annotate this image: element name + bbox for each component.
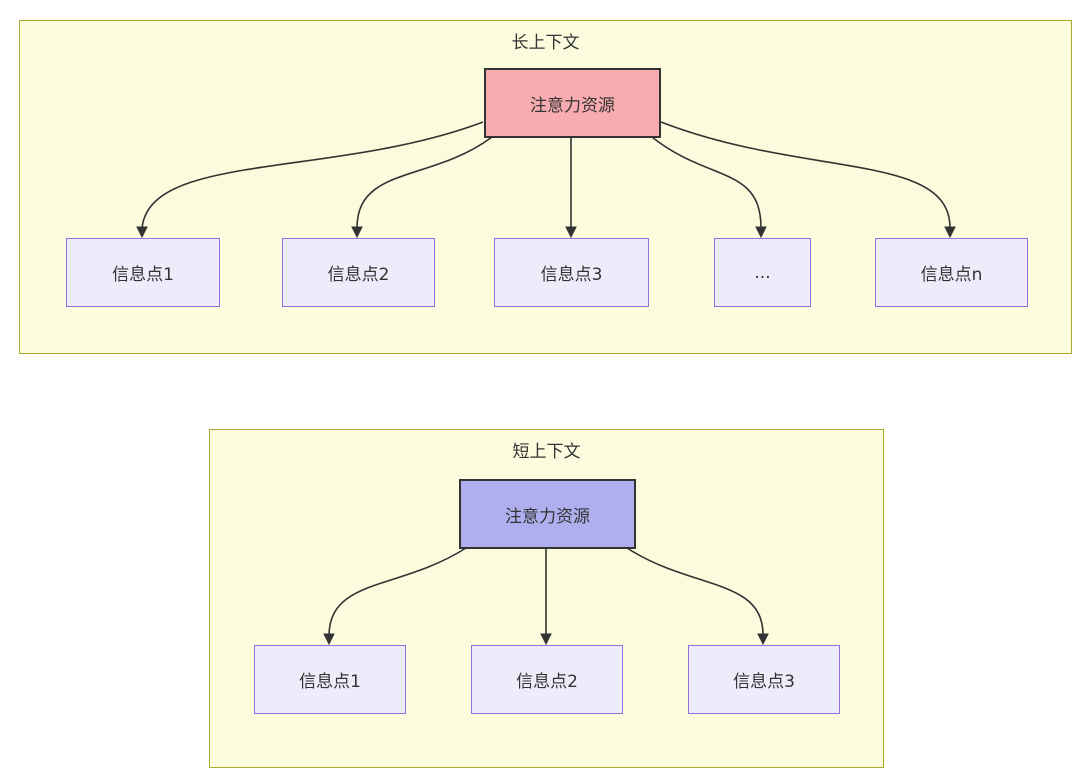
info-node-long-n: 信息点n [875,238,1028,307]
info-node-long-ellipsis: ... [714,238,811,307]
attention-resource-label: 注意力资源 [505,506,590,527]
info-node-short-3: 信息点3 [688,645,840,714]
info-node-long-3: 信息点3 [494,238,649,307]
info-node-label: ... [754,262,771,283]
short-context-panel: 短上下文 注意力资源 信息点1 信息点2 信息点3 [209,429,884,768]
long-context-panel: 长上下文 注意力资源 信息点1 信息点2 信息点3 ... 信息点n [19,20,1072,354]
attention-resource-node-short: 注意力资源 [459,479,636,549]
info-node-short-2: 信息点2 [471,645,623,714]
short-context-title: 短上下文 [512,442,581,462]
long-context-title: 长上下文 [511,33,580,53]
info-node-long-2: 信息点2 [282,238,435,307]
info-node-label: 信息点1 [299,672,361,692]
attention-resource-node-long: 注意力资源 [484,68,661,138]
info-node-label: 信息点1 [112,265,174,285]
info-node-short-1: 信息点1 [254,645,406,714]
attention-resource-label: 注意力资源 [530,95,615,116]
info-node-label: 信息点2 [516,672,578,692]
info-node-label: 信息点n [920,265,983,285]
info-node-label: 信息点3 [540,265,603,285]
info-node-label: 信息点2 [327,265,390,285]
info-node-long-1: 信息点1 [66,238,220,307]
info-node-label: 信息点3 [733,672,795,692]
